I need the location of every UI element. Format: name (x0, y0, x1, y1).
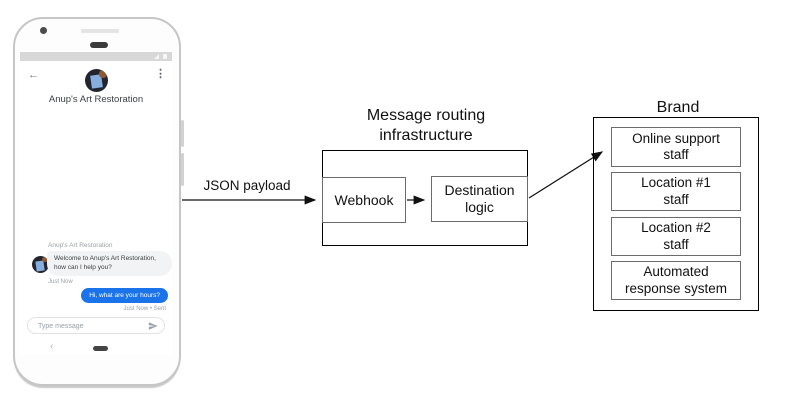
avatar-art-accent (42, 257, 49, 263)
brand-box-location-1-staff: Location #1 staff (611, 172, 741, 211)
message-composer (27, 317, 165, 334)
destination-logic-box: Destination logic (431, 176, 528, 222)
battery-icon (163, 54, 167, 59)
speaker-slot (90, 42, 108, 48)
status-bar (20, 52, 172, 61)
sender-name-label: Anup's Art Restoration (48, 242, 113, 249)
incoming-message-bubble: Welcome to Anup's Art Restoration, how c… (47, 251, 172, 276)
outgoing-timestamp: Just Now • Sent (123, 306, 166, 312)
phone-mockup: ← ⋮ Anup's Art Restoration Anup's Art Re… (13, 17, 184, 386)
routing-title: Message routing infrastructure (366, 107, 486, 144)
front-camera-icon (40, 27, 47, 34)
incoming-timestamp: Just Now (48, 279, 73, 285)
brand-title: Brand (656, 99, 700, 116)
arrow-destination-to-brand (528, 151, 604, 199)
send-icon[interactable] (148, 321, 158, 331)
conversation-title: Anup's Art Restoration (48, 94, 144, 105)
earpiece-speaker (81, 29, 119, 33)
avatar-art-accent (98, 70, 108, 78)
power-button[interactable] (181, 153, 184, 186)
brand-box-location-2-staff: Location #2 staff (611, 217, 741, 256)
outgoing-message-bubble: Hi, what are your hours? (81, 288, 168, 303)
brand-box-online-support-staff: Online support staff (611, 127, 741, 167)
volume-button[interactable] (181, 120, 184, 147)
back-arrow-icon[interactable]: ← (28, 69, 39, 81)
nav-back-icon[interactable]: ‹ (50, 341, 54, 352)
brand-box-automated-response-system: Automated response system (611, 261, 741, 300)
business-avatar (85, 69, 108, 92)
brand-container-box (593, 117, 759, 311)
message-avatar (32, 256, 49, 273)
webhook-box: Webhook (322, 177, 406, 223)
signal-icon (154, 54, 159, 59)
home-button[interactable] (93, 346, 108, 351)
overflow-menu-icon[interactable]: ⋮ (155, 68, 166, 80)
json-payload-label: JSON payload (203, 178, 291, 193)
phone-screen: ← ⋮ Anup's Art Restoration Anup's Art Re… (20, 52, 172, 355)
message-input[interactable] (36, 319, 145, 334)
